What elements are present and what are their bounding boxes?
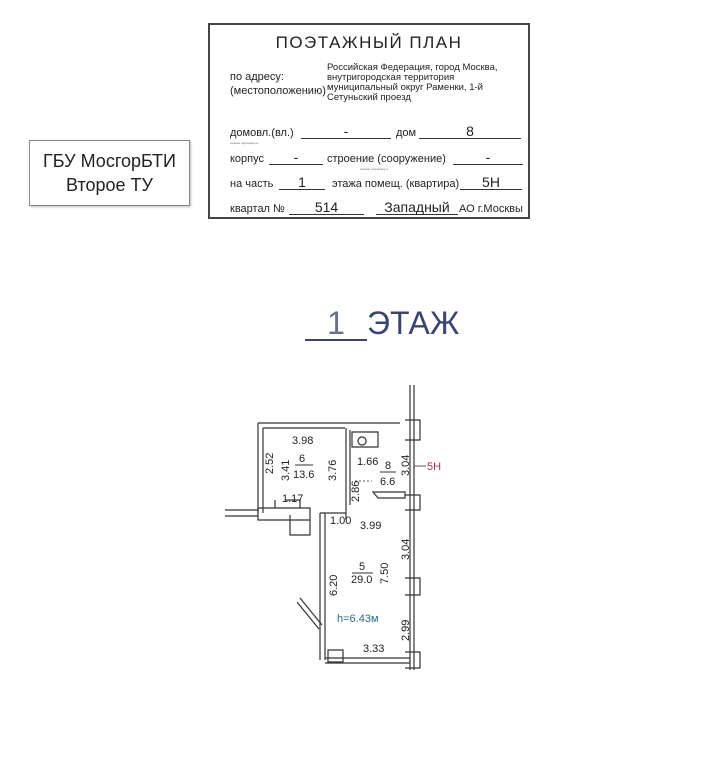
dim-label: 1.00 [330,515,351,527]
dim-label: 3.41 [280,460,292,481]
room-area: 13.6 [293,469,314,481]
room-number: 5 [359,561,365,573]
underline-note: нужное подчеркнуть [360,167,389,171]
dim-label: 2.52 [264,453,276,474]
dim-label: 2.86 [350,481,362,502]
domovl-label: домовл.(вл.) [230,127,294,139]
stroenie-value: - [453,150,523,165]
dimension-labels: 3.98 2.52 3.41 6 13.6 3.76 1.17 1.66 2.8… [264,435,441,655]
title-stamp: ПОЭТАЖНЫЙ ПЛАН по адресу: (местоположени… [208,23,530,219]
address-text: Российская Федерация, город Москва, внут… [327,63,498,103]
stroenie-label: строение (сооружение) [327,153,446,165]
dim-label: 3.76 [327,460,339,481]
okrug-value: Западный [376,200,458,215]
dim-label: 1.17 [282,493,303,505]
floor-label: ЭТАЖ [367,305,460,341]
dom-label: дом [396,127,417,139]
address-line: муниципальный округ Раменки, 1-й [327,82,483,93]
dim-label: 3.04 [400,455,412,476]
dim-label: 3.33 [363,643,384,655]
room-area: 6.6 [380,476,395,488]
dim-label: 6.20 [328,575,340,596]
room-number: 6 [299,453,305,465]
okrug-label: АО г.Москвы [459,203,523,215]
dim-label: 3.98 [292,435,313,447]
chast-value: 1 [279,175,325,190]
dim-label: 1.66 [357,456,378,468]
bti-department: Второе ТУ [66,175,153,195]
korpus-value: - [269,150,323,165]
bti-office-box: ГБУ МосгорБТИ Второе ТУ [29,140,190,206]
dim-label: 7.50 [379,563,391,584]
address-line: Сетуньский проезд [327,92,411,103]
floor-number: 1 [305,307,367,341]
bti-name: ГБУ МосгорБТИ [43,151,176,171]
domovl-value: - [301,124,391,139]
dim-label: 2.99 [400,620,412,641]
korpus-label: корпус [230,153,265,165]
ceiling-height-label: h=6.43м [337,613,379,625]
chast-label: на часть [230,178,274,190]
room-number: 8 [385,460,391,472]
dim-label: 3.04 [400,539,412,560]
walls [225,385,421,670]
room-area: 29.0 [351,574,372,586]
underline-note: нужное подчеркнуть [230,141,259,145]
unit-label: 5Н [427,461,441,473]
dom-value: 8 [419,124,521,139]
kvartal-label: квартал № [230,203,285,215]
address-label-2: (местоположению) [230,85,326,97]
pomesh-label: этажа помещ. (квартира) [332,178,460,190]
address-label: по адресу: [230,71,284,83]
address-line: Российская Федерация, город Москва, [327,62,498,73]
dim-label: 3.99 [360,520,381,532]
address-line: внутригородская территория [327,72,455,83]
stamp-title: ПОЭТАЖНЫЙ ПЛАН [275,33,463,52]
pomesh-value: 5Н [460,175,522,190]
kvartal-value: 514 [289,200,364,215]
